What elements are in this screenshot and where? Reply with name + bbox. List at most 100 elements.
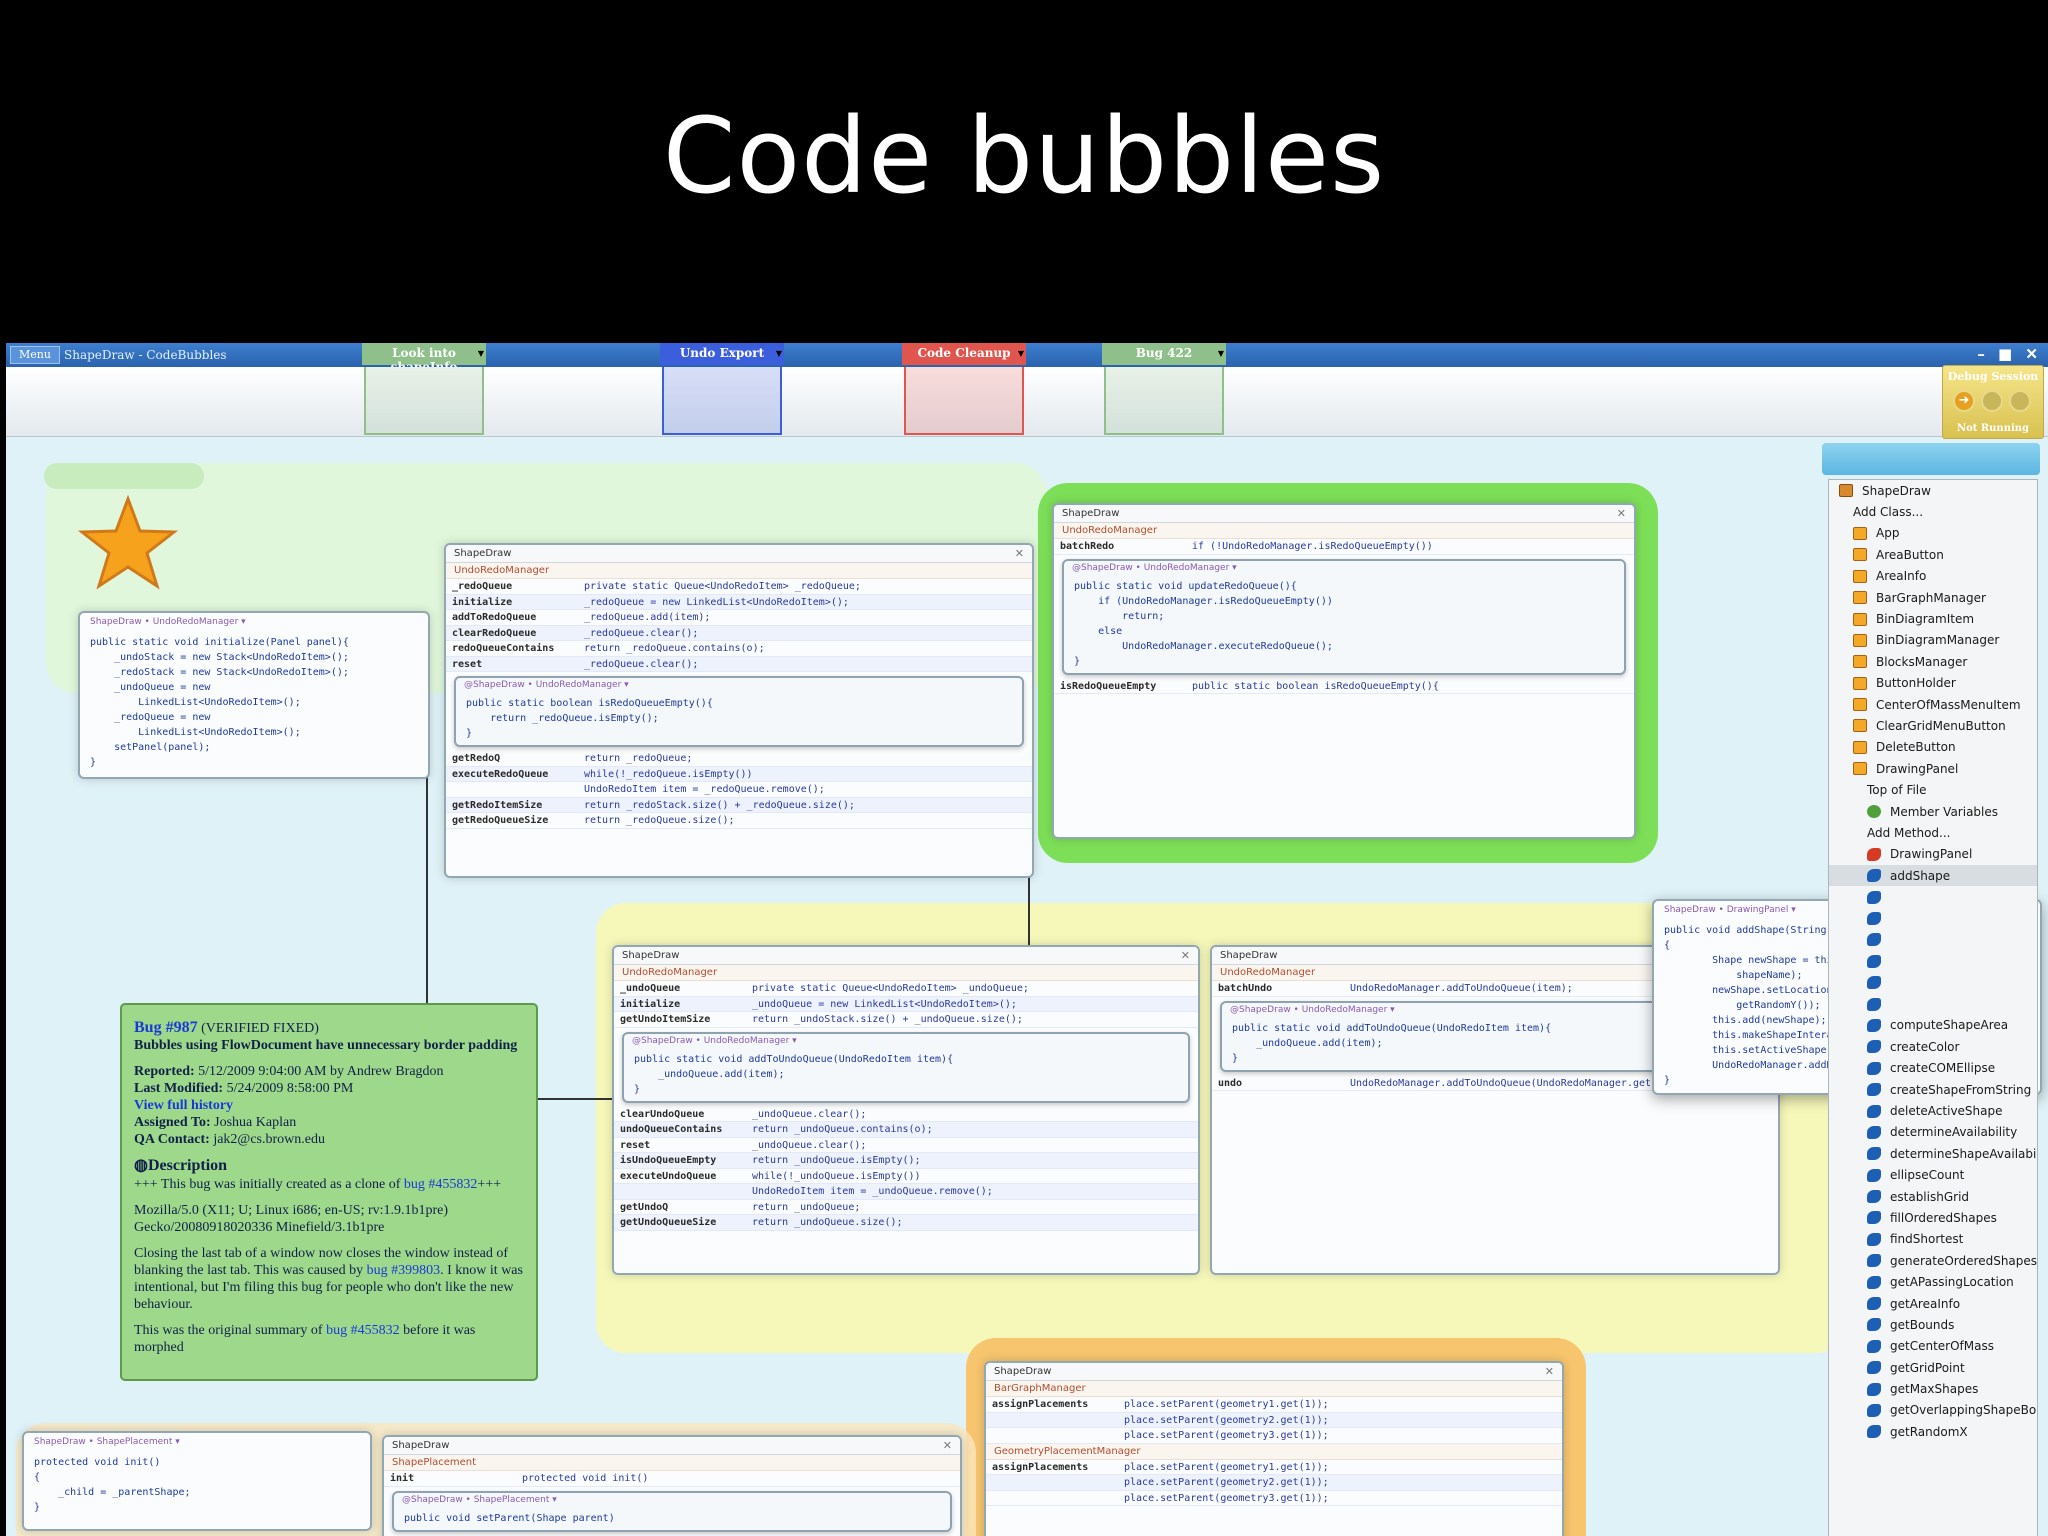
package-item[interactable]: BinDiagramManager <box>1829 630 2037 651</box>
member-row[interactable]: place.setParent(geometry2.get(1)); <box>986 1475 1562 1491</box>
bubble-breadcrumb[interactable]: ShapeDraw • ShapePlacement ▾ <box>34 1437 180 1447</box>
member-row[interactable]: initialize_undoQueue = new LinkedList<Un… <box>614 996 1198 1012</box>
package-item[interactable] <box>1829 886 2037 907</box>
package-item[interactable]: getCenterOfMass <box>1829 1336 2037 1357</box>
inner-code[interactable]: public static void addToUndoQueue(UndoRe… <box>634 1053 954 1095</box>
inner-code[interactable]: public static void addToUndoQueue(UndoRe… <box>1232 1022 1552 1064</box>
package-item[interactable]: Member Variables <box>1829 801 2037 822</box>
package-item[interactable] <box>1829 908 2037 929</box>
workspace-thumbnail[interactable] <box>1104 367 1224 435</box>
inner-breadcrumb[interactable]: @ShapeDraw • UndoRedoManager ▾ <box>464 680 629 690</box>
package-item[interactable]: ClearGridMenuButton <box>1829 715 2037 736</box>
inner-breadcrumb[interactable]: @ShapeDraw • UndoRedoManager ▾ <box>632 1035 797 1046</box>
member-row[interactable]: place.setParent(geometry3.get(1)); <box>986 1491 1562 1506</box>
bubble-breadcrumb[interactable]: ShapeDraw • UndoRedoManager ▾ <box>90 617 246 627</box>
member-row[interactable]: initialize_redoQueue = new LinkedList<Un… <box>446 594 1032 610</box>
package-item[interactable]: AreaInfo <box>1829 566 2037 587</box>
package-item[interactable]: Top of File <box>1829 779 2037 800</box>
pause-icon[interactable] <box>1981 390 2003 412</box>
package-item[interactable]: ButtonHolder <box>1829 673 2037 694</box>
workspace-tab[interactable]: Bug 422▼ <box>1102 343 1226 437</box>
workspace-thumbnail[interactable] <box>364 367 484 435</box>
view-history-link[interactable]: View full history <box>134 1098 234 1113</box>
inner-code[interactable]: public static boolean isRedoQueueEmpty()… <box>466 698 713 739</box>
member-row[interactable]: reset_redoQueue.clear(); <box>446 656 1032 672</box>
inner-code[interactable]: public static void updateRedoQueue(){ if… <box>1074 580 1333 667</box>
member-row[interactable]: UndoRedoItem item = _redoQueue.remove(); <box>446 782 1032 798</box>
package-item[interactable] <box>1829 993 2037 1014</box>
package-item[interactable]: createShapeFromString <box>1829 1079 2037 1100</box>
inner-breadcrumb[interactable]: @ShapeDraw • UndoRedoManager ▾ <box>1072 562 1237 573</box>
package-item[interactable]: createColor <box>1829 1036 2037 1057</box>
bar-graph-bubble[interactable]: ShapeDraw✕ BarGraphManager assignPlaceme… <box>984 1361 1564 1536</box>
dropdown-arrow-icon[interactable]: ▼ <box>775 349 782 358</box>
package-item[interactable]: establishGrid <box>1829 1186 2037 1207</box>
inner-breadcrumb[interactable]: @ShapeDraw • ShapePlacement ▾ <box>402 1494 557 1505</box>
dropdown-arrow-icon[interactable]: ▼ <box>477 349 484 358</box>
package-item[interactable]: fillOrderedShapes <box>1829 1207 2037 1228</box>
package-item[interactable]: BlocksManager <box>1829 651 2037 672</box>
dropdown-arrow-icon[interactable]: ▼ <box>1017 349 1024 358</box>
package-item[interactable] <box>1829 929 2037 950</box>
initialize-bubble[interactable]: ShapeDraw • UndoRedoManager ▾ public sta… <box>78 611 430 779</box>
bug-link[interactable]: bug #455832 <box>403 1177 478 1192</box>
package-item[interactable]: computeShapeArea <box>1829 1015 2037 1036</box>
bubble-code[interactable]: public static void initialize(Panel pane… <box>90 637 349 768</box>
package-item[interactable]: Add Class... <box>1829 501 2037 522</box>
package-item[interactable]: getGridPoint <box>1829 1357 2037 1378</box>
package-item[interactable]: addShape <box>1829 865 2037 887</box>
package-item[interactable]: CenterOfMassMenuItem <box>1829 694 2037 715</box>
package-item[interactable]: DrawingPanel <box>1829 758 2037 779</box>
package-item[interactable]: ellipseCount <box>1829 1165 2037 1186</box>
bubble-code[interactable]: protected void init() { _child = _parent… <box>34 1457 191 1513</box>
close-icon[interactable]: ✕ <box>1014 547 1024 560</box>
member-row[interactable]: UndoRedoItem item = _undoQueue.remove(); <box>614 1184 1198 1200</box>
shape-placement-method-bubble[interactable]: ShapeDraw • ShapePlacement ▾ protected v… <box>22 1431 372 1531</box>
package-item[interactable]: ShapeDraw <box>1829 480 2037 501</box>
member-row[interactable]: reset_undoQueue.clear(); <box>614 1138 1198 1153</box>
star-icon[interactable] <box>78 495 178 591</box>
workspace-tab[interactable]: Look into shapeInfo▼ <box>362 343 486 437</box>
inner-code[interactable]: public void setParent(Shape parent) <box>404 1512 615 1524</box>
package-item[interactable]: determineShapeAvailabi <box>1829 1143 2037 1164</box>
debug-session-panel[interactable]: Debug Session ➜ Not Running <box>1942 365 2044 439</box>
run-icon[interactable]: ➜ <box>1953 390 1975 412</box>
package-item[interactable]: getMaxShapes <box>1829 1378 2037 1399</box>
package-item[interactable]: DeleteButton <box>1829 737 2037 758</box>
package-item[interactable]: BinDiagramItem <box>1829 608 2037 629</box>
package-item[interactable]: determineAvailability <box>1829 1122 2037 1143</box>
member-row[interactable]: place.setParent(geometry2.get(1)); <box>986 1412 1562 1428</box>
package-item[interactable]: Add Method... <box>1829 822 2037 843</box>
close-icon[interactable]: ✕ <box>1616 507 1626 520</box>
stop-icon[interactable] <box>2009 390 2031 412</box>
inner-bubble[interactable]: @ShapeDraw • UndoRedoManager ▾ public st… <box>454 676 1024 747</box>
package-item[interactable]: DrawingPanel <box>1829 844 2037 865</box>
package-item[interactable]: BarGraphManager <box>1829 587 2037 608</box>
package-item[interactable] <box>1829 951 2037 972</box>
workspace-tab[interactable]: Code Cleanup▼ <box>902 343 1026 437</box>
dropdown-arrow-icon[interactable]: ▼ <box>1217 349 1224 358</box>
package-item[interactable]: deleteActiveShape <box>1829 1100 2037 1121</box>
bug-link[interactable]: bug #399803 <box>366 1263 441 1278</box>
member-row[interactable]: clearRedoQueue_redoQueue.clear(); <box>446 625 1032 641</box>
